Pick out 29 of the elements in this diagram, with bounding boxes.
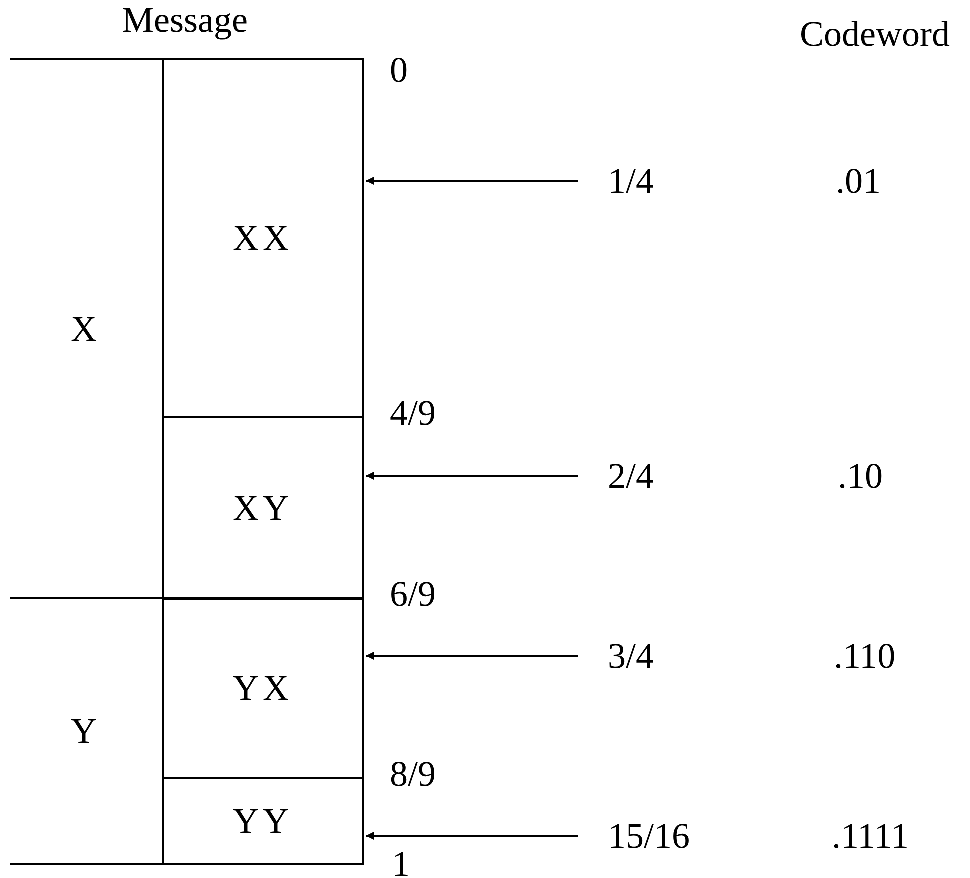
interval-label: XX (233, 217, 293, 259)
boundary-label: 1 (392, 846, 410, 878)
interval-box (162, 777, 364, 865)
arrow (366, 177, 578, 185)
codeword-label: .01 (836, 163, 881, 199)
codeword-label: .110 (834, 638, 896, 674)
interval-label: XY (233, 487, 293, 529)
interval-box (162, 416, 364, 600)
interval-box (162, 58, 364, 418)
arrow (366, 832, 578, 840)
arrow (366, 472, 578, 480)
fraction-label: 3/4 (578, 638, 654, 674)
column-heading: Codeword (800, 16, 950, 52)
fraction-label: 15/16 (578, 818, 690, 854)
fraction-label: 1/4 (578, 163, 654, 199)
interval-box (162, 597, 364, 779)
boundary-label: 6/9 (390, 576, 436, 612)
boundary-label: 8/9 (390, 756, 436, 792)
interval-label: Y (71, 710, 101, 752)
interval-label: X (71, 308, 101, 350)
column-heading: Message (122, 2, 248, 38)
codeword-label: .10 (838, 458, 883, 494)
interval-label: YY (233, 800, 293, 842)
codeword-label: .1111 (832, 818, 909, 854)
interval-label: YX (233, 667, 293, 709)
boundary-label: 0 (390, 52, 408, 88)
boundary-label: 4/9 (390, 395, 436, 431)
fraction-label: 2/4 (578, 458, 654, 494)
arrow (366, 652, 578, 660)
